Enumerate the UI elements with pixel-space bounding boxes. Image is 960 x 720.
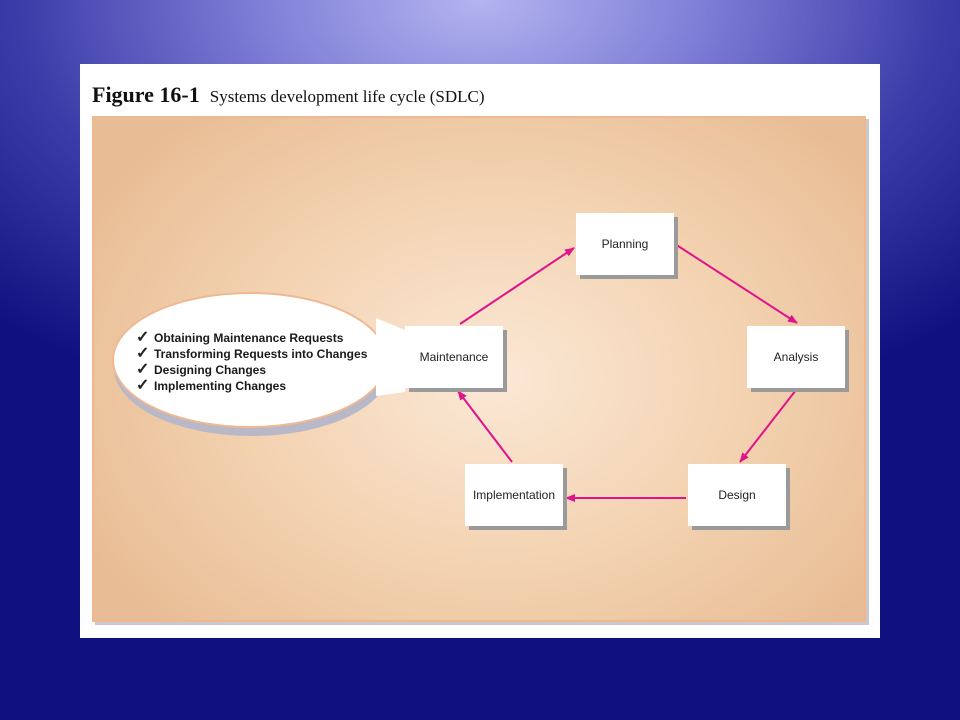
- task-label: Implementing Changes: [154, 379, 287, 393]
- figure-panel: Figure 16-1 Systems development life cycl…: [80, 64, 880, 638]
- figure-caption: Figure 16-1 Systems development life cycl…: [92, 82, 485, 108]
- phase-design: Design: [688, 464, 786, 526]
- phase-maintenance: Maintenance: [405, 326, 503, 388]
- task-item: ✓ Transforming Requests into Changes: [136, 346, 367, 362]
- phase-analysis: Analysis: [747, 326, 845, 388]
- arrow-maintenance-to-planning: [459, 247, 575, 325]
- figure-label: Figure 16-1: [92, 82, 200, 107]
- check-icon: ✓: [136, 361, 150, 378]
- task-label: Obtaining Maintenance Requests: [154, 331, 344, 345]
- arrow-implementation-to-maintenance: [457, 390, 513, 463]
- phase-planning: Planning: [576, 213, 674, 275]
- arrow-analysis-to-design: [739, 389, 797, 463]
- check-icon: ✓: [136, 345, 150, 362]
- figure-title: Systems development life cycle (SDLC): [209, 87, 485, 106]
- arrow-planning-to-analysis: [674, 243, 798, 324]
- phase-implementation: Implementation: [465, 464, 563, 526]
- check-icon: ✓: [136, 377, 150, 394]
- maintenance-callout-bubble: [112, 292, 388, 428]
- check-icon: ✓: [136, 329, 150, 346]
- task-item: ✓ Designing Changes: [136, 362, 367, 378]
- task-label: Designing Changes: [154, 363, 267, 377]
- task-label: Transforming Requests into Changes: [154, 347, 368, 361]
- callout-pointer: [376, 318, 405, 396]
- task-item: ✓ Obtaining Maintenance Requests: [136, 330, 367, 346]
- maintenance-task-list: ✓ Obtaining Maintenance Requests ✓ Transfo…: [136, 330, 367, 394]
- task-item: ✓ Implementing Changes: [136, 378, 367, 394]
